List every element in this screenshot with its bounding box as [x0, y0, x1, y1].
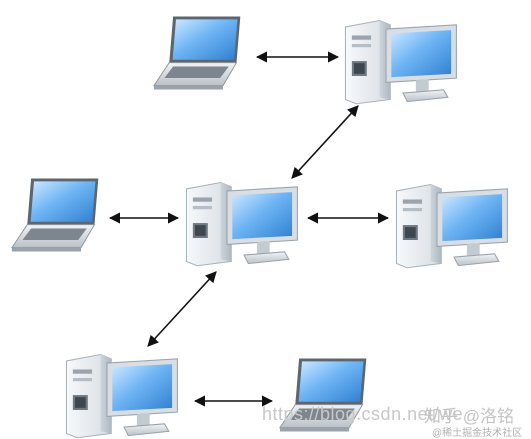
laptop-icon-middle-left [11, 178, 99, 252]
csdn-watermark: https://blog.csdn.net/we [262, 404, 464, 424]
zhihu-watermark: 知乎 @洛铭 [424, 407, 514, 426]
desktop-icon-top-right [344, 19, 457, 105]
juejin-watermark: @稀土掘金技术社区 [432, 428, 523, 439]
connections [108, 51, 390, 407]
desktop-icon-middle-right [395, 183, 508, 269]
desktop-icon-center [185, 181, 298, 267]
laptop-icon-top [153, 16, 241, 90]
desktop-icon-bottom-left [65, 353, 178, 439]
computers [11, 16, 508, 439]
arrow-desktop-top-right-to-desktop-center [291, 105, 359, 179]
arrow-desktop-center-to-desktop-bottom-left [147, 271, 217, 347]
